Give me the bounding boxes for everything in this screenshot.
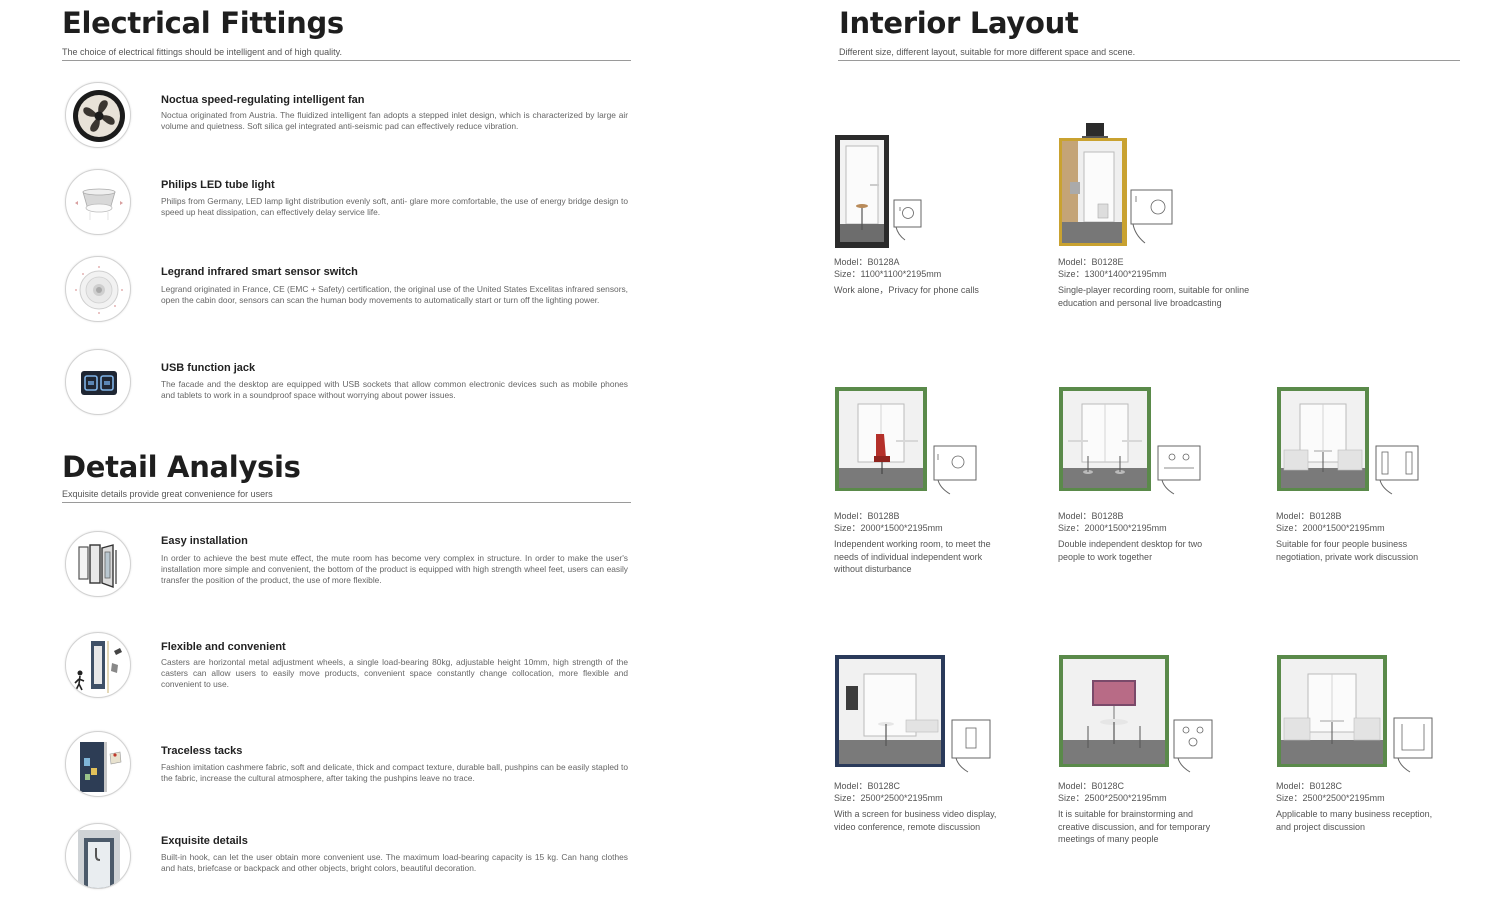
booth-description: It is suitable for brainstorming and cre… [1058,809,1211,844]
section-divider [62,60,631,61]
feature-title: Easy installation [161,535,248,547]
detail-analysis-title: Detail Analysis [62,450,301,484]
feature-description: The facade and the desktop are equipped … [161,379,628,400]
feature-description: Fashion imitation cashmere fabric, soft … [161,762,628,783]
feature-sensor-switch: Legrand infrared smart sensor switch Leg… [62,256,632,326]
booth-model: Model：B0128A [834,257,900,267]
interior-layout-subtitle: Different size, different layout, suitab… [839,47,1136,57]
booth-size: Size：1100*1100*2195mm [834,269,942,279]
booth-illustration [835,655,991,773]
booth-illustration [835,135,922,248]
booth-size: Size：2500*2500*2195mm [834,793,943,803]
booth-b0128a: Model：B0128A Size：1100*1100*2195mm Work … [834,134,1024,304]
booth-size: Size：2500*2500*2195mm [1058,793,1167,803]
booth-size: Size：2000*1500*2195mm [834,523,943,533]
booth-illustration [1277,655,1433,773]
booth-model: Model：B0128B [834,511,900,521]
feature-casters: Flexible and convenient Casters are hori… [62,632,632,702]
booth-model: Model：B0128B [1276,511,1342,521]
booth-description: Independent working room, to meet the ne… [834,539,991,574]
booth-description: With a screen for business video display… [834,809,997,832]
booth-size: Size：2000*1500*2195mm [1058,523,1167,533]
booth-model: Model：B0128E [1058,257,1124,267]
installation-panels-icon [65,531,131,597]
booth-model: Model：B0128B [1058,511,1124,521]
booth-size: Size：2500*2500*2195mm [1276,793,1385,803]
feature-title: Flexible and convenient [161,641,286,653]
feature-title: Traceless tacks [161,745,243,757]
feature-title: Legrand infrared smart sensor switch [161,266,358,278]
led-light-icon [65,169,131,235]
feature-title: Noctua speed-regulating intelligent fan [161,94,365,106]
fan-icon [65,82,131,148]
electrical-fittings-subtitle: The choice of electrical fittings should… [62,47,343,57]
feature-description: Philips from Germany, LED lamp light dis… [161,196,628,217]
booth-model: Model：B0128C [834,781,901,791]
feature-hook: Exquisite details Built-in hook, can let… [62,823,632,893]
booth-description: Suitable for four people business negoti… [1276,539,1419,562]
booth-b0128c-brainstorm: Model：B0128C Size：2500*2500*2195mm It is… [1058,654,1248,854]
section-divider [62,502,631,503]
booth-description: Applicable to many business reception, a… [1276,809,1433,832]
booth-b0128c-reception: Model：B0128C Size：2500*2500*2195mm Appli… [1276,654,1466,844]
interior-layout-title: Interior Layout [839,6,1079,40]
feature-installation: Easy installation In order to achieve th… [62,531,632,601]
electrical-fittings-title: Electrical Fittings [62,6,344,40]
feature-title: Exquisite details [161,835,248,847]
hook-detail-icon [65,823,131,889]
pushpin-board-icon [65,731,131,797]
feature-led-light: Philips LED tube light Philips from Germ… [62,169,632,239]
booth-description: Work alone，Privacy for phone calls [834,285,979,295]
detail-analysis-subtitle: Exquisite details provide great convenie… [62,489,273,499]
feature-usb-jack: USB function jack The facade and the des… [62,349,632,419]
feature-pushpins: Traceless tacks Fashion imitation cashme… [62,731,632,801]
caster-wheel-icon [65,632,131,698]
feature-description: Built-in hook, can let the user obtain m… [161,852,628,873]
booth-b0128b-four: Model：B0128B Size：2000*1500*2195mm Suita… [1276,386,1466,576]
booth-size: Size：1300*1400*2195mm [1058,269,1167,279]
feature-title: Philips LED tube light [161,179,275,191]
feature-fan: Noctua speed-regulating intelligent fan … [62,82,632,152]
section-divider [838,60,1460,61]
sensor-switch-icon [65,256,131,322]
feature-title: USB function jack [161,362,256,374]
booth-illustration [1277,387,1419,495]
booth-illustration [1059,387,1201,495]
booth-size: Size：2000*1500*2195mm [1276,523,1385,533]
booth-b0128b-double: Model：B0128B Size：2000*1500*2195mm Doubl… [1058,386,1248,576]
usb-jack-icon [65,349,131,415]
booth-b0128b-single: Model：B0128B Size：2000*1500*2195mm Indep… [834,386,1024,576]
feature-description: Casters are horizontal metal adjustment … [161,657,628,689]
booth-description: Double independent desktop for two peopl… [1058,539,1203,562]
booth-illustration [1059,655,1213,773]
booth-illustration [1059,123,1173,246]
booth-illustration [835,387,977,495]
feature-description: In order to achieve the best mute effect… [161,553,628,585]
booth-b0128c-screen: Model：B0128C Size：2500*2500*2195mm With … [834,654,1024,844]
feature-description: Legrand originated in France, CE (EMC + … [161,284,628,305]
booth-description: Single-player recording room, suitable f… [1058,285,1250,308]
booth-model: Model：B0128C [1276,781,1343,791]
feature-description: Noctua originated from Austria. The flui… [161,110,628,131]
booth-b0128e: Model：B0128E Size：1300*1400*2195mm Singl… [1058,122,1258,312]
booth-model: Model：B0128C [1058,781,1125,791]
